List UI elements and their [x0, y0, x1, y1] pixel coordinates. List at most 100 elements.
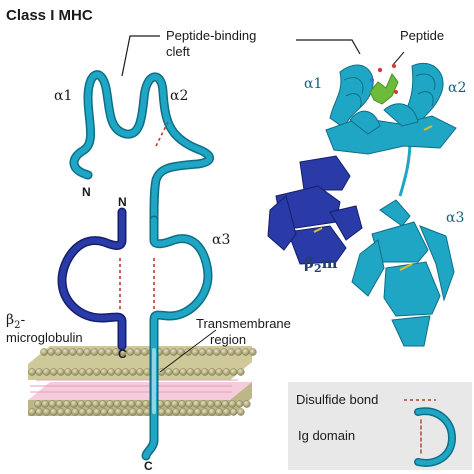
- lipid-head: [170, 400, 179, 408]
- lipid-head: [192, 400, 201, 408]
- lipid-head: [136, 368, 144, 376]
- lipid-head: [57, 408, 65, 416]
- lipid-head: [227, 348, 235, 356]
- lipid-head: [242, 400, 251, 408]
- lipid-head: [222, 368, 231, 376]
- lipid-head: [28, 368, 36, 376]
- lipid-head: [186, 368, 195, 376]
- lipid-head: [93, 368, 101, 376]
- lipid-head: [193, 368, 202, 376]
- lipid-head: [236, 368, 245, 376]
- lipid-head: [200, 368, 209, 376]
- lipid-head: [215, 408, 223, 416]
- lipid-head: [133, 348, 142, 356]
- lipid-head: [214, 400, 222, 408]
- ribbon-alpha1-alpha2-domain: [325, 62, 457, 155]
- lipid-head: [186, 408, 195, 416]
- lipid-head: [97, 348, 106, 356]
- label-alpha1-ribbon: α1: [304, 76, 322, 92]
- label-alpha2-ribbon: α2: [448, 80, 466, 96]
- lipid-head: [34, 400, 42, 408]
- lipid-head: [229, 408, 238, 416]
- lipid-head: [69, 348, 77, 356]
- lipid-head: [84, 400, 93, 408]
- lipid-head: [77, 400, 85, 408]
- label-b2m-beta: β: [304, 254, 314, 272]
- lipid-head: [114, 408, 123, 416]
- lipid-head: [164, 408, 173, 416]
- lipid-head: [172, 408, 180, 416]
- legend-ig-domain-swatch: [414, 407, 457, 467]
- lipid-head: [120, 400, 129, 408]
- lipid-head: [199, 400, 208, 408]
- lipid-head: [163, 400, 172, 408]
- lipid-head: [208, 368, 216, 376]
- label-peptide: Peptide: [400, 28, 444, 43]
- ribbon-beta2m: [267, 155, 363, 265]
- lipid-head: [229, 368, 238, 376]
- lipid-head: [76, 348, 84, 356]
- lipid-head: [48, 400, 57, 408]
- legend-disulfide-label: Disulfide bond: [296, 392, 378, 407]
- ribbon-alpha3-domain: [351, 199, 455, 347]
- lipid-head: [114, 368, 123, 376]
- lipid-head: [121, 368, 130, 376]
- lipid-head: [63, 400, 71, 408]
- diagram-title: Class I MHC: [6, 7, 93, 24]
- lipid-head: [169, 348, 178, 356]
- lipid-head: [179, 408, 187, 416]
- legend: Disulfide bond Ig domain: [288, 382, 472, 470]
- lipid-head: [206, 400, 215, 408]
- lipid-head: [85, 368, 94, 376]
- lipid-head: [99, 400, 107, 408]
- beta2m-schematic: [57, 207, 127, 351]
- lipid-head: [142, 400, 150, 408]
- lipid-head: [78, 368, 87, 376]
- lipid-head: [220, 348, 228, 356]
- lipid-head: [126, 348, 135, 356]
- lipid-head: [128, 368, 137, 376]
- lipid-head: [178, 400, 186, 408]
- lipid-head: [107, 408, 115, 416]
- lipid-head: [42, 408, 51, 416]
- lipid-head: [205, 348, 214, 356]
- label-b2m-ribbon: β2m: [304, 254, 338, 275]
- lipid-head: [121, 408, 130, 416]
- lipid-head: [49, 408, 58, 416]
- lipid-head: [221, 400, 229, 408]
- label-alpha3-ribbon: α3: [446, 210, 464, 226]
- lipid-head: [28, 408, 36, 416]
- ribbon-peptide: [369, 64, 399, 105]
- lipid-head: [193, 408, 202, 416]
- lipid-head: [41, 400, 50, 408]
- svg-text:β2-: β2-: [6, 312, 25, 331]
- label-beta2-dash: -: [20, 312, 25, 328]
- lipid-head: [100, 368, 108, 376]
- transmembrane-leader-line: [159, 329, 217, 373]
- lipid-head: [71, 368, 79, 376]
- lipid-head: [172, 368, 180, 376]
- mhc-ribbon-structure: [267, 62, 457, 347]
- lipid-head: [113, 400, 121, 408]
- lipid-head: [191, 348, 199, 356]
- label-c-terminus-beta: C: [118, 347, 127, 361]
- label-beta2-microglobulin: β2- microglobulin: [6, 312, 83, 345]
- lipid-head: [128, 408, 137, 416]
- lipid-head: [35, 408, 44, 416]
- lipid-head: [61, 348, 70, 356]
- lipid-head: [55, 400, 64, 408]
- lipid-head: [90, 348, 99, 356]
- lipid-head: [78, 408, 87, 416]
- lipid-head: [35, 368, 44, 376]
- lipid-head: [64, 368, 72, 376]
- lipid-head: [185, 400, 193, 408]
- lipid-head: [54, 348, 63, 356]
- lipid-head: [83, 348, 91, 356]
- lipid-head: [85, 408, 94, 416]
- label-n-terminus-alpha: N: [82, 185, 91, 199]
- peptide-leader-line: [391, 51, 405, 67]
- cleft-leader-line: [121, 35, 361, 77]
- lipid-head: [105, 348, 113, 356]
- lipid-head: [107, 368, 115, 376]
